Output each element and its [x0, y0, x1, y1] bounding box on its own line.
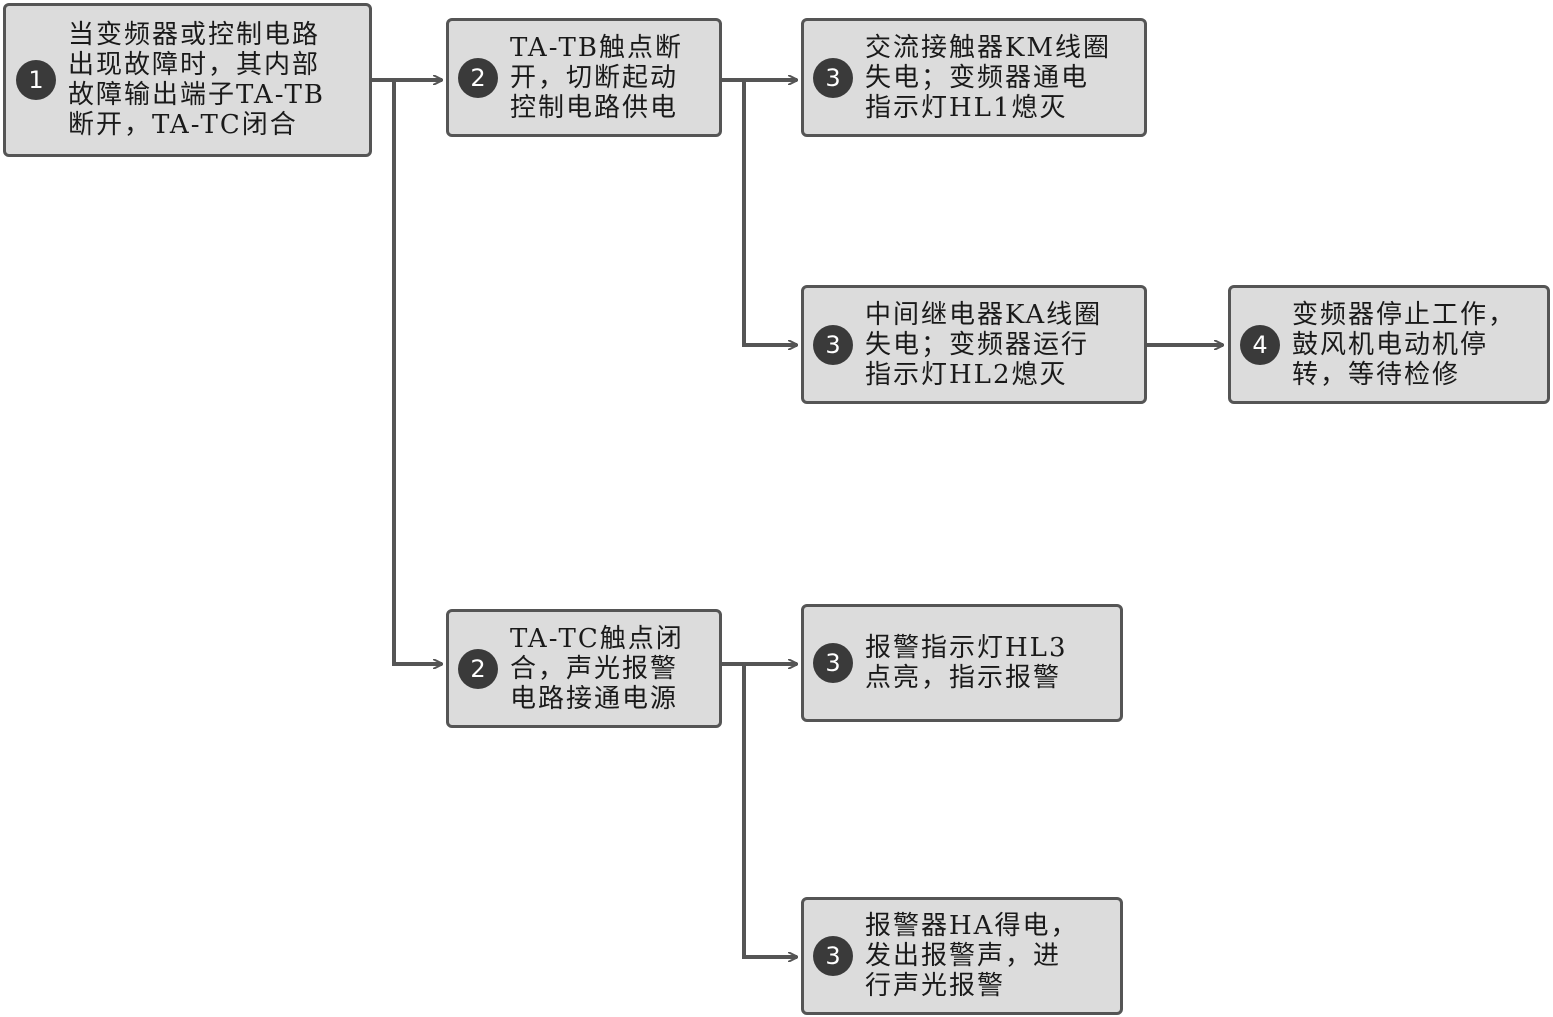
step-text: TA-TB触点断 开，切断起动 控制电路供电 — [510, 33, 683, 123]
step-number-badge: 2 — [458, 57, 498, 98]
step-3-box-ka-coil: 3 中间继电器KA线圈 失电；变频器运行 指示灯HL2熄灭 — [801, 285, 1147, 404]
text-line: 失电；变频器运行 — [865, 329, 1090, 360]
step-text: 交流接触器KM线圈 失电；变频器通电 指示灯HL1熄灭 — [865, 33, 1111, 123]
step-3-box-alarm-sounder: 3 报警器HA得电， 发出报警声，进 行声光报警 — [801, 897, 1123, 1015]
step-3-box-km-coil: 3 交流接触器KM线圈 失电；变频器通电 指示灯HL1熄灭 — [801, 18, 1147, 137]
step-number-badge: 2 — [458, 648, 498, 689]
connector-1-to-2b — [392, 80, 442, 664]
text-line: 中间继电器KA线圈 — [865, 299, 1103, 330]
step-number-badge: 3 — [813, 57, 853, 98]
step-text: TA-TC触点闭 合，声光报警 电路接通电源 — [510, 624, 684, 714]
connector-2b-to-3d — [742, 664, 797, 957]
text-line: 交流接触器KM线圈 — [865, 32, 1112, 63]
text-line: 发出报警声，进 — [865, 941, 1062, 971]
text-line: 变频器停止工作， — [1292, 299, 1517, 330]
text-line: 点亮，指示报警 — [865, 663, 1062, 693]
step-text: 变频器停止工作， 鼓风机电动机停 转，等待检修 — [1292, 300, 1516, 390]
text-line: 控制电路供电 — [510, 92, 679, 123]
text-line: 当变频器或控制电路 — [68, 20, 321, 50]
text-line: 鼓风机电动机停 — [1292, 329, 1489, 360]
step-3-box-alarm-lamp: 3 报警指示灯HL3 点亮，指示报警 — [801, 604, 1123, 722]
step-number-badge: 3 — [813, 936, 853, 976]
text-line: 开，切断起动 — [510, 62, 679, 93]
step-number-badge: 1 — [16, 60, 56, 100]
step-4-box-inverter-stop: 4 变频器停止工作， 鼓风机电动机停 转，等待检修 — [1228, 285, 1550, 404]
text-line: 故障输出端子TA-TB — [68, 80, 326, 110]
text-line: 指示灯HL2熄灭 — [865, 359, 1068, 390]
text-line: 出现故障时，其内部 — [68, 50, 321, 80]
text-line: 失电；变频器通电 — [865, 62, 1090, 93]
connector-2a-to-3b — [742, 80, 797, 345]
text-line: 报警器HA得电， — [865, 911, 1079, 941]
text-line: 指示灯HL1熄灭 — [865, 92, 1068, 123]
step-text: 当变频器或控制电路 出现故障时，其内部 故障输出端子TA-TB 断开，TA-TC… — [68, 20, 325, 140]
text-line: 断开，TA-TC闭合 — [68, 110, 298, 140]
step-text: 报警器HA得电， 发出报警声，进 行声光报警 — [865, 911, 1078, 1001]
step-2-box-contact-close: 2 TA-TC触点闭 合，声光报警 电路接通电源 — [446, 609, 722, 728]
text-line: 报警指示灯HL3 — [865, 633, 1068, 663]
text-line: TA-TC触点闭 — [510, 623, 684, 654]
step-text: 报警指示灯HL3 点亮，指示报警 — [865, 633, 1067, 693]
text-line: TA-TB触点断 — [510, 32, 684, 63]
step-2-box-contact-open: 2 TA-TB触点断 开，切断起动 控制电路供电 — [446, 18, 722, 137]
text-line: 电路接通电源 — [510, 683, 679, 714]
text-line: 转，等待检修 — [1292, 359, 1461, 390]
text-line: 合，声光报警 — [510, 653, 679, 684]
step-number-badge: 3 — [813, 643, 853, 683]
step-1-box: 1 当变频器或控制电路 出现故障时，其内部 故障输出端子TA-TB 断开，TA-… — [3, 3, 372, 157]
step-text: 中间继电器KA线圈 失电；变频器运行 指示灯HL2熄灭 — [865, 300, 1102, 390]
step-number-badge: 4 — [1240, 324, 1280, 365]
step-number-badge: 3 — [813, 324, 853, 365]
text-line: 行声光报警 — [865, 971, 1006, 1001]
